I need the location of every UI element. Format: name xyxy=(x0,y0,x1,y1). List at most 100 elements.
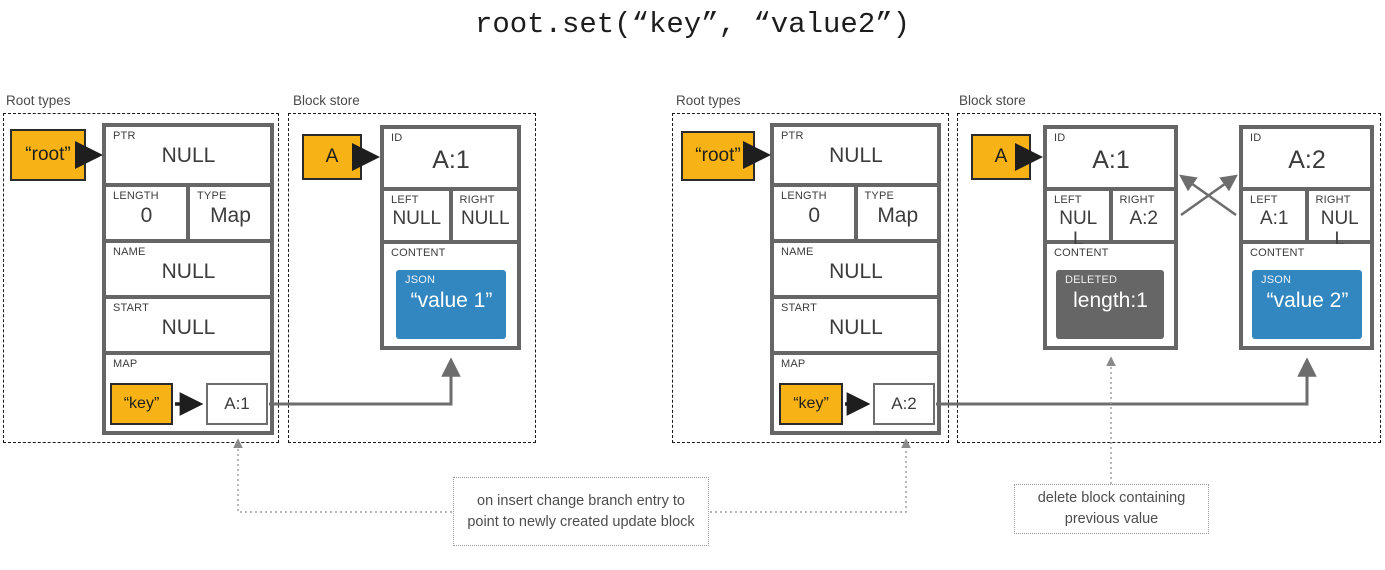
field-id-value: A:1 xyxy=(1092,146,1130,174)
field-name-value: NULL xyxy=(161,260,216,283)
field-length-value: 0 xyxy=(808,204,821,227)
field-left-value: A:1 xyxy=(1259,208,1289,229)
panel-right-block-store xyxy=(957,113,1381,443)
field-right-label: RIGHT xyxy=(1119,194,1155,206)
record-row-ptr: PTR NULL xyxy=(774,127,937,183)
block-row-left-right: LEFT NULL RIGHT NULL xyxy=(384,187,517,240)
content-chip-json-before: JSON “value 1” xyxy=(396,270,506,339)
field-map-label: MAP xyxy=(113,358,138,370)
record-row-name: NAME NULL xyxy=(774,239,937,295)
field-left-label: LEFT xyxy=(1054,194,1082,206)
field-right-label: RIGHT xyxy=(1315,194,1351,206)
field-type-value: Map xyxy=(210,204,251,227)
panel-label-right-block-store: Block store xyxy=(959,93,1026,108)
block-store-tag-after[interactable]: A xyxy=(971,134,1031,180)
field-start-label: START xyxy=(113,302,150,314)
field-right: RIGHT NULL xyxy=(1304,191,1370,250)
content-chip-label: JSON xyxy=(405,274,436,286)
content-chip-value: length:1 xyxy=(1073,289,1148,312)
field-start-value: NULL xyxy=(829,316,883,339)
field-ptr-value: NULL xyxy=(829,144,883,167)
map-entry-ref-before[interactable]: A:1 xyxy=(206,383,268,425)
content-chip-label: DELETED xyxy=(1065,274,1118,286)
content-chip-json-after: JSON “value 2” xyxy=(1252,270,1362,339)
field-right: RIGHT A:2 xyxy=(1108,191,1174,240)
field-name-value: NULL xyxy=(829,260,883,283)
content-chip-deleted-after: DELETED length:1 xyxy=(1056,270,1164,339)
field-id-value: A:2 xyxy=(1288,146,1326,174)
field-name: NAME NULL xyxy=(774,243,937,295)
field-start-label: START xyxy=(781,302,818,314)
note-insert: on insert change branch entry to point t… xyxy=(453,477,709,546)
field-ptr-label: PTR xyxy=(113,130,136,142)
field-left: LEFT NULL xyxy=(1047,191,1109,250)
panel-label-left-block-store: Block store xyxy=(293,93,360,108)
block-row-left-right: LEFT A:1 RIGHT NULL xyxy=(1243,187,1370,250)
field-length: LENGTH 0 xyxy=(106,187,186,239)
field-length-value: 0 xyxy=(140,204,153,227)
record-row-start: START NULL xyxy=(106,295,270,351)
block-row-id: ID A:1 xyxy=(384,129,517,187)
field-ptr-value: NULL xyxy=(161,144,216,167)
block-row-left-right: LEFT NULL RIGHT A:2 xyxy=(1047,187,1174,250)
field-right-value: A:2 xyxy=(1129,208,1159,229)
field-map-label: MAP xyxy=(781,358,806,370)
map-entry-key-after[interactable]: “key” xyxy=(779,383,843,425)
field-content-label: CONTENT xyxy=(1250,247,1305,259)
field-name-label: NAME xyxy=(781,246,814,258)
record-row-length-type: LENGTH 0 TYPE Map xyxy=(106,183,270,239)
field-type: TYPE Map xyxy=(853,187,937,239)
field-type: TYPE Map xyxy=(186,187,270,239)
field-length-label: LENGTH xyxy=(781,190,827,202)
map-entry-key-before[interactable]: “key” xyxy=(110,383,173,425)
field-start-value: NULL xyxy=(161,316,216,339)
field-id: ID A:2 xyxy=(1243,129,1370,187)
field-start: START NULL xyxy=(774,299,937,351)
field-right-label: RIGHT xyxy=(459,194,495,206)
field-type-label: TYPE xyxy=(197,190,227,202)
field-id-label: ID xyxy=(391,132,403,144)
content-chip-label: JSON xyxy=(1261,274,1292,286)
root-tag-before[interactable]: “root” xyxy=(10,129,86,181)
field-id: ID A:1 xyxy=(1047,129,1174,187)
field-start: START NULL xyxy=(106,299,270,351)
map-entry-ref-after[interactable]: A:2 xyxy=(873,383,935,425)
note-line-insert-left xyxy=(233,438,452,513)
root-tag-after[interactable]: “root” xyxy=(681,131,755,181)
block-row-id: ID A:1 xyxy=(1047,129,1174,187)
field-right-value: NULL xyxy=(1320,208,1359,250)
field-name: NAME NULL xyxy=(106,243,270,295)
field-id-label: ID xyxy=(1250,132,1262,144)
content-chip-value: “value 2” xyxy=(1266,289,1349,312)
field-name-label: NAME xyxy=(113,246,146,258)
field-length-label: LENGTH xyxy=(113,190,159,202)
field-left-value: NULL xyxy=(392,208,442,229)
field-ptr: PTR NULL xyxy=(774,127,937,183)
field-type-value: Map xyxy=(877,204,919,227)
content-chip-value: “value 1” xyxy=(410,289,493,312)
record-row-name: NAME NULL xyxy=(106,239,270,295)
block-row-id: ID A:2 xyxy=(1243,129,1370,187)
record-row-length-type: LENGTH 0 TYPE Map xyxy=(774,183,937,239)
block-store-tag-before[interactable]: A xyxy=(302,134,362,180)
field-content-label: CONTENT xyxy=(1054,247,1109,259)
field-left-value: NULL xyxy=(1059,208,1098,250)
field-left: LEFT A:1 xyxy=(1243,191,1305,240)
record-row-start: START NULL xyxy=(774,295,937,351)
field-left-label: LEFT xyxy=(1250,194,1278,206)
note-line-insert-right xyxy=(710,438,911,513)
field-type-label: TYPE xyxy=(864,190,895,202)
page-title: root.set(“key”, “value2”) xyxy=(474,8,911,41)
field-content-label: CONTENT xyxy=(391,247,446,259)
field-right: RIGHT NULL xyxy=(448,191,517,240)
field-left: LEFT NULL xyxy=(384,191,449,240)
field-id-value: A:1 xyxy=(432,146,470,174)
field-id: ID A:1 xyxy=(384,129,517,187)
field-ptr-label: PTR xyxy=(781,130,804,142)
field-right-value: NULL xyxy=(460,208,510,229)
panel-label-left-root-types: Root types xyxy=(6,93,71,108)
record-row-ptr: PTR NULL xyxy=(106,127,270,183)
field-length: LENGTH 0 xyxy=(774,187,854,239)
field-ptr: PTR NULL xyxy=(106,127,270,183)
note-delete: delete block containing previous value xyxy=(1014,484,1209,534)
